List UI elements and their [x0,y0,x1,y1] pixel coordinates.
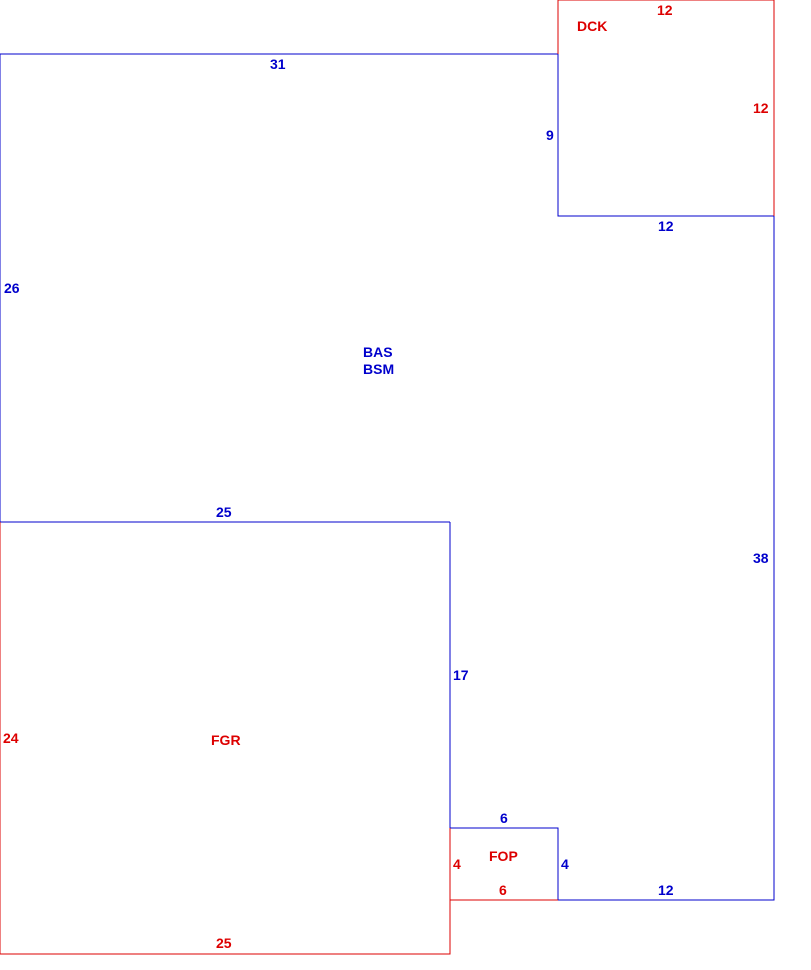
dimension-dck-right: 12 [753,100,769,116]
fop-outline [449,828,558,901]
dck-outline [557,0,775,216]
dimension-fop-top: 6 [500,810,508,826]
dimension-dck-top: 12 [657,2,673,18]
dimension-bas-right: 38 [753,550,769,566]
dimension-bas-left: 26 [4,280,20,296]
dimension-fgr-left: 24 [3,730,19,746]
dimension-bas-step-horizontal: 12 [658,218,674,234]
area-label-fgr: FGR [211,732,241,748]
dimension-bas-step-vertical: 9 [546,127,554,143]
dimension-bas-fgr-edge: 25 [216,504,232,520]
dimension-bas-top: 31 [270,56,286,72]
area-label-dck: DCK [577,18,607,34]
area-label-bas: BAS [363,344,393,360]
dimension-fgr-bottom: 25 [216,935,232,951]
dimension-fop-left: 4 [453,856,461,872]
dimension-fop-right: 4 [561,856,569,872]
dimension-bas-fgr-side: 17 [453,667,469,683]
bas-outline [0,53,775,901]
area-label-bsm: BSM [363,361,394,377]
dimension-bas-bottom-right: 12 [658,882,674,898]
area-label-fop: FOP [489,848,518,864]
dimension-fop-bottom: 6 [499,882,507,898]
